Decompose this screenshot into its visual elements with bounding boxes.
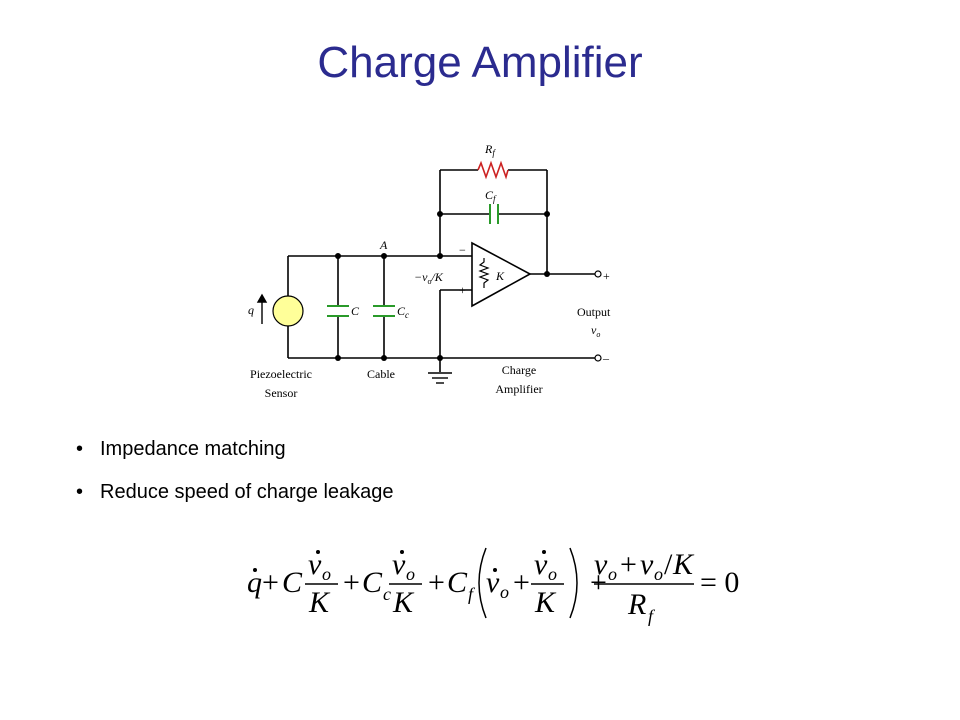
piezo-sensor-icon — [272, 295, 304, 327]
minus-input-sign: − — [459, 243, 466, 257]
svg-text:c: c — [383, 584, 391, 604]
opamp-triangle — [471, 241, 532, 308]
node-a-label: A — [379, 238, 388, 252]
svg-text:+: + — [513, 566, 530, 599]
svg-text:Cf: Cf — [485, 188, 497, 204]
svg-text:−vo/K: −vo/K — [414, 270, 444, 286]
cc-label: C — [397, 304, 406, 318]
cf-label: C — [485, 188, 494, 202]
svg-text:K: K — [672, 548, 695, 581]
sensor-label-line1: Piezoelectric — [250, 367, 312, 381]
svg-text:o: o — [548, 564, 557, 584]
feedback-capacitor — [489, 204, 499, 224]
bullet-list: •Impedance matching •Reduce speed of cha… — [76, 432, 394, 518]
output-label: Output — [577, 305, 611, 319]
eq-c: C — [282, 566, 303, 599]
eq-equals-zero: = 0 — [700, 566, 739, 599]
charge-amplifier-circuit: Rf Cf A q C Cc K − + −vo/K Output vo + –… — [248, 142, 611, 400]
svg-text:v: v — [640, 548, 654, 581]
svg-text:+: + — [620, 548, 637, 581]
svg-text:o: o — [322, 564, 331, 584]
svg-text:v: v — [486, 566, 500, 599]
svg-text:f: f — [648, 606, 656, 626]
q-label: q — [248, 303, 254, 317]
plus-input-sign: + — [459, 283, 466, 297]
svg-text:f: f — [468, 584, 476, 604]
svg-text:o: o — [406, 564, 415, 584]
eq-cf: C — [447, 566, 468, 599]
svg-text:Cc: Cc — [397, 304, 409, 320]
charge-amp-label-line1: Charge — [502, 363, 536, 377]
internal-resistor — [478, 258, 490, 288]
output-voltage-label: v — [591, 323, 597, 337]
cable-label: Cable — [367, 367, 395, 381]
input-voltage-label: −v — [414, 270, 428, 284]
eq-q: q — [247, 566, 262, 599]
cable-capacitor — [373, 305, 395, 317]
sensor-label-line2: Sensor — [265, 386, 298, 400]
rf-label: R — [484, 142, 493, 156]
charge-arrow-icon — [256, 293, 268, 324]
svg-text:+: + — [590, 566, 607, 599]
svg-text:vo: vo — [591, 323, 600, 339]
svg-text:o: o — [608, 564, 617, 584]
slide-title: Charge Amplifier — [317, 38, 643, 87]
svg-text:+: + — [428, 566, 445, 599]
svg-text:K: K — [308, 586, 331, 619]
feedback-resistor — [477, 160, 509, 180]
svg-text:v: v — [308, 548, 322, 581]
svg-text:K: K — [392, 586, 415, 619]
svg-text:/: / — [664, 548, 673, 581]
ground-icon — [428, 372, 452, 384]
charge-amp-label-line2: Amplifier — [495, 382, 542, 396]
svg-text:+: + — [343, 566, 360, 599]
bullet-item: •Reduce speed of charge leakage — [76, 481, 394, 503]
eq-cc: C — [362, 566, 383, 599]
sensor-capacitor — [327, 305, 349, 317]
junction-dots — [335, 211, 550, 361]
output-terminals — [594, 270, 602, 362]
output-minus-sign: – — [602, 351, 610, 365]
c-label: C — [351, 304, 360, 318]
svg-text:v: v — [594, 548, 608, 581]
svg-text:v: v — [392, 548, 406, 581]
eq-rf: R — [627, 588, 646, 621]
output-plus-sign: + — [603, 269, 610, 283]
svg-text:v: v — [534, 548, 548, 581]
k-label: K — [495, 269, 505, 283]
svg-text:o: o — [654, 564, 663, 584]
svg-text:+: + — [262, 566, 279, 599]
svg-text:o: o — [500, 582, 509, 602]
svg-text:Rf: Rf — [484, 142, 496, 158]
svg-text:K: K — [534, 586, 557, 619]
bullet-item: •Impedance matching — [76, 438, 286, 460]
